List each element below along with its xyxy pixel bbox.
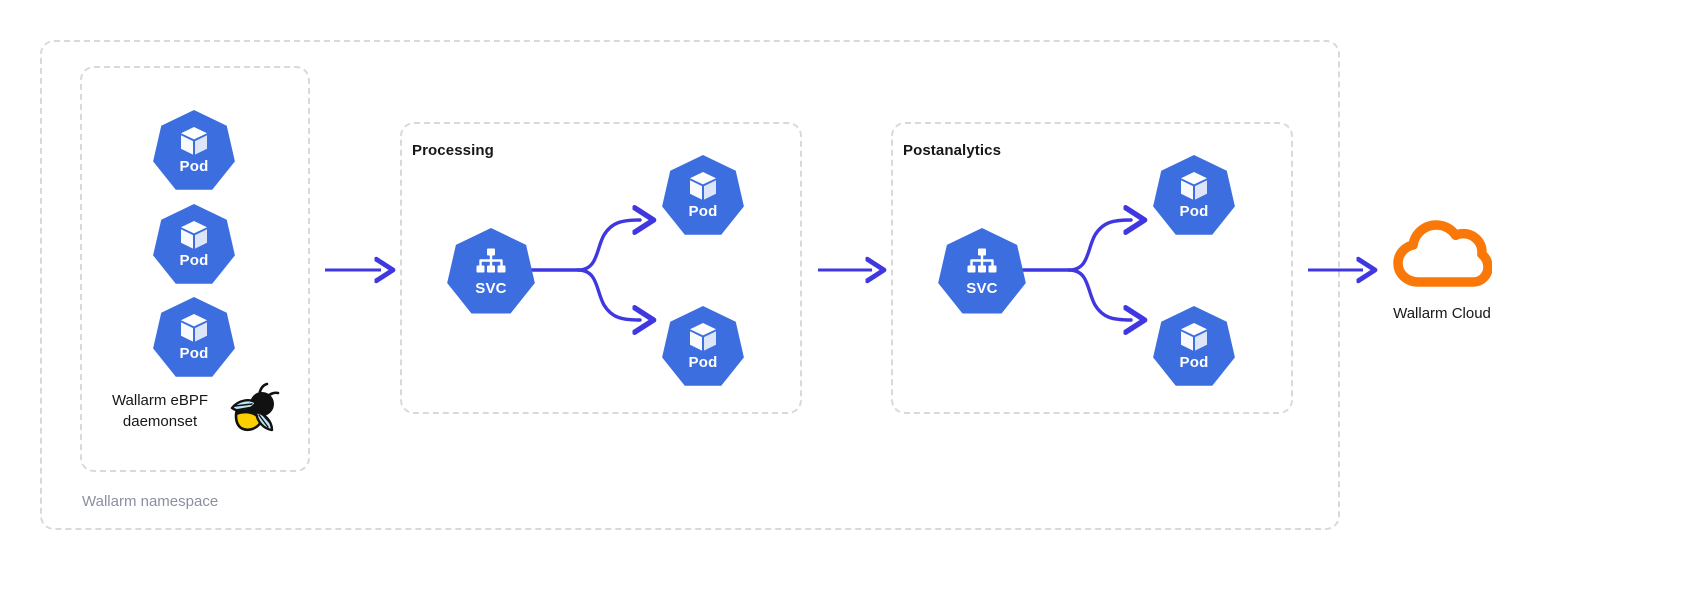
k8s-heptagon-shape xyxy=(662,306,744,386)
processing-group-boundary xyxy=(400,122,802,414)
pod-label: Pod xyxy=(688,354,718,371)
daemonset-pod-1[interactable]: Pod xyxy=(152,110,236,194)
postanalytics-group-title: Postanalytics xyxy=(903,142,1002,159)
bee-icon xyxy=(226,382,280,438)
k8s-heptagon-shape xyxy=(1153,306,1235,386)
postanalytics-service-node[interactable]: SVC xyxy=(937,228,1027,318)
k8s-service-tree-icon xyxy=(446,246,536,278)
pod-label: Pod xyxy=(1179,354,1209,371)
service-label: SVC xyxy=(966,280,998,297)
processing-pod-2[interactable]: Pod xyxy=(661,306,745,390)
daemonset-caption: Wallarm eBPF daemonset xyxy=(100,390,220,432)
k8s-heptagon-shape xyxy=(662,155,744,235)
wallarm-namespace-label: Wallarm namespace xyxy=(82,493,219,510)
cloud-label: Wallarm Cloud xyxy=(1393,305,1491,322)
k8s-pod-cube-icon xyxy=(1152,320,1236,354)
k8s-heptagon-shape xyxy=(153,204,235,284)
daemonset-group-boundary xyxy=(80,66,310,472)
daemonset-pod-2[interactable]: Pod xyxy=(152,204,236,288)
postanalytics-pod-1[interactable]: Pod xyxy=(1152,155,1236,239)
pod-label: Pod xyxy=(179,252,209,269)
k8s-pod-cube-icon xyxy=(1152,169,1236,203)
processing-pod-1[interactable]: Pod xyxy=(661,155,745,239)
k8s-pod-cube-icon xyxy=(152,218,236,252)
k8s-service-tree-icon xyxy=(937,246,1027,278)
pod-label: Pod xyxy=(179,345,209,362)
service-label: SVC xyxy=(475,280,507,297)
daemonset-pod-3[interactable]: Pod xyxy=(152,297,236,381)
processing-group-title: Processing xyxy=(412,142,494,159)
k8s-pod-cube-icon xyxy=(661,169,745,203)
postanalytics-pod-2[interactable]: Pod xyxy=(1152,306,1236,390)
cloud-icon xyxy=(1392,218,1493,290)
processing-service-node[interactable]: SVC xyxy=(446,228,536,318)
k8s-heptagon-shape xyxy=(153,297,235,377)
postanalytics-group-boundary xyxy=(891,122,1293,414)
wallarm-namespace-boundary xyxy=(40,40,1340,530)
pod-label: Pod xyxy=(1179,203,1209,220)
k8s-pod-cube-icon xyxy=(661,320,745,354)
k8s-pod-cube-icon xyxy=(152,311,236,345)
daemonset-caption-line2: daemonset xyxy=(122,413,198,430)
pod-label: Pod xyxy=(688,203,718,220)
k8s-pod-cube-icon xyxy=(152,124,236,158)
pod-label: Pod xyxy=(179,158,209,175)
daemonset-caption-line1: Wallarm eBPF xyxy=(111,392,209,409)
k8s-heptagon-shape xyxy=(1153,155,1235,235)
k8s-heptagon-shape xyxy=(153,110,235,190)
